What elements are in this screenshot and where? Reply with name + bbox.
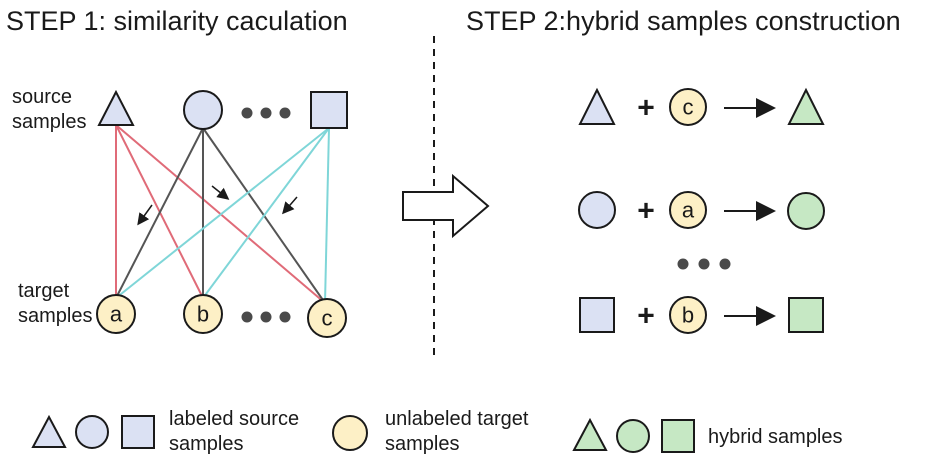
legend-source-square: [121, 415, 155, 449]
similarity-arrow-middle: [211, 185, 230, 200]
row3-source-square: [579, 297, 615, 333]
target-letter-b: b: [197, 302, 209, 327]
row2-target-circle: [669, 191, 707, 229]
legend-unlabeled-line2: samples: [385, 433, 459, 455]
target-letter-a: a: [110, 302, 123, 327]
hybrid-row-3: + b: [579, 296, 824, 334]
legend-target-circle: [332, 415, 368, 451]
source-label-line1: source: [12, 86, 72, 108]
step2-ellipsis: [677, 258, 731, 270]
source-triangle: [97, 89, 135, 126]
row1-hybrid-triangle: [787, 87, 825, 125]
legend-source-circle: [75, 415, 109, 449]
row3-target-circle: [669, 296, 707, 334]
source-square: [310, 91, 348, 129]
legend-labeled-line1: labeled source: [169, 408, 299, 430]
row1-target-circle: [669, 88, 707, 126]
legend-unlabeled-line1: unlabeled target: [385, 408, 529, 430]
legend-hybrid-label: hybrid samples: [708, 426, 843, 448]
target-letter-c: c: [322, 306, 333, 331]
legend-source-triangle: [31, 414, 67, 448]
legend: labeled source samples unlabeled target …: [31, 408, 843, 455]
hybrid-row-2: + a: [578, 191, 825, 230]
hybrid-row-1: + c: [578, 87, 825, 126]
target-label-line1: target: [18, 280, 70, 302]
target-sample-a: [96, 294, 136, 334]
target-sample-b: [183, 294, 223, 334]
target-ellipsis: [241, 311, 291, 323]
row1-target-letter: c: [683, 95, 694, 120]
link-square-c: [324, 127, 330, 304]
step-transition-arrow: [402, 173, 490, 239]
row2-hybrid-circle: [787, 192, 825, 230]
similarity-arrow-right: [282, 196, 298, 215]
row3-hybrid-square: [788, 297, 824, 333]
row2-target-letter: a: [682, 198, 695, 223]
legend-hybrid-square: [661, 419, 695, 453]
target-label-line2: samples: [18, 305, 92, 327]
row2-source-circle: [578, 191, 616, 229]
legend-hybrid-triangle: [572, 417, 608, 451]
step2-title: STEP 2:hybrid samples construction: [466, 6, 901, 36]
row3-plus: +: [637, 300, 655, 333]
legend-labeled-line2: samples: [169, 433, 243, 455]
source-circle: [183, 90, 223, 130]
link-circle-a: [115, 127, 204, 299]
link-square-a: [115, 127, 330, 299]
source-label-line2: samples: [12, 111, 86, 133]
source-ellipsis: [241, 107, 291, 119]
link-square-b: [202, 127, 330, 299]
row1-plus: +: [637, 92, 655, 125]
row1-source-triangle: [578, 87, 616, 125]
similarity-arrow-left: [137, 204, 153, 226]
row3-target-letter: b: [682, 303, 694, 328]
legend-hybrid-circle: [616, 419, 650, 453]
row2-plus: +: [637, 195, 655, 228]
step1-title: STEP 1: similarity caculation: [6, 6, 348, 36]
target-sample-c: [307, 298, 347, 338]
similarity-links: [115, 124, 330, 304]
